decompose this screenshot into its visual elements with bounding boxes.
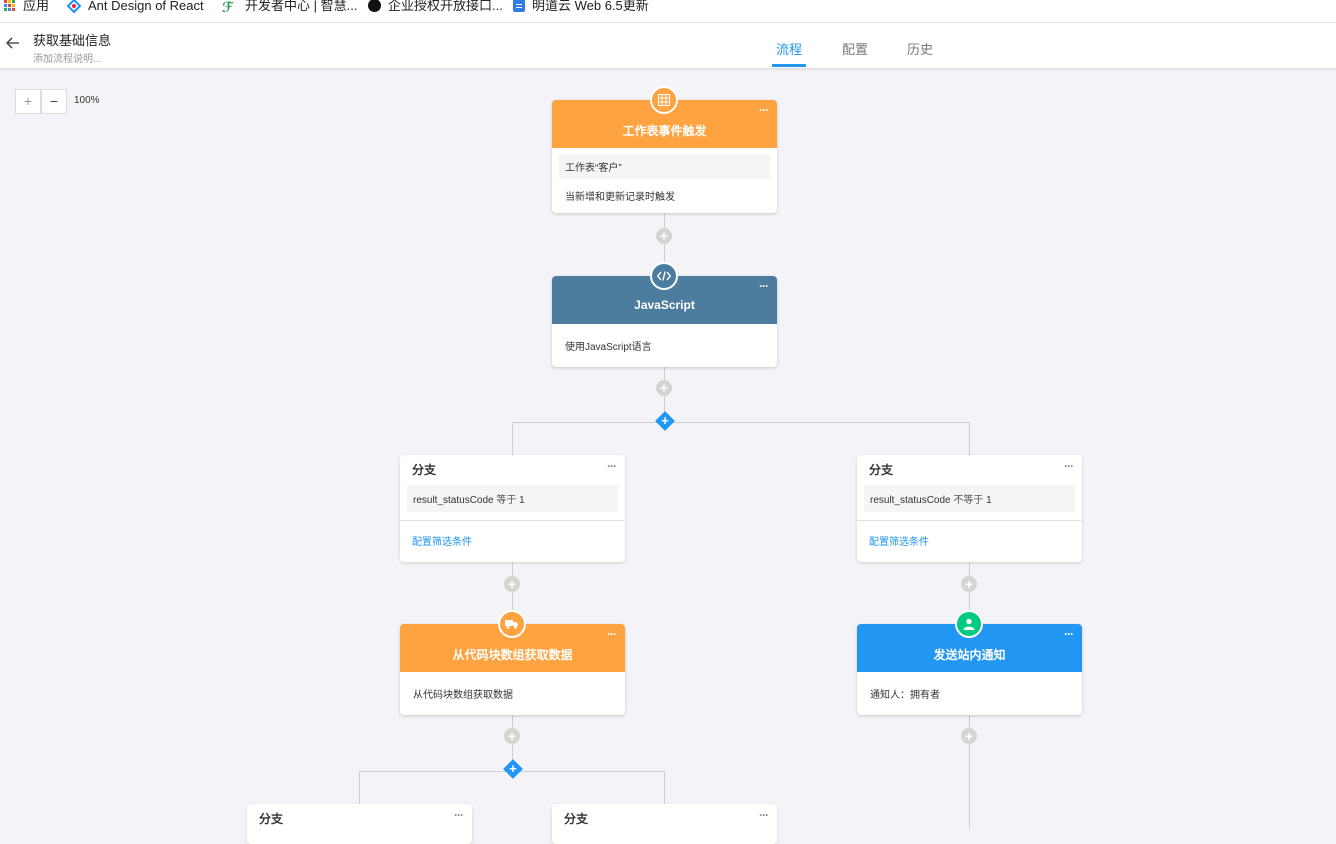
connector-line	[512, 560, 513, 624]
add-node-button[interactable]: +	[504, 576, 520, 592]
node-description: 使用JavaScript语言	[565, 342, 652, 353]
divider	[400, 520, 625, 521]
person-icon	[955, 610, 983, 638]
connector-line	[359, 771, 360, 804]
document-icon	[513, 0, 525, 13]
node-description: 从代码块数组获取数据	[413, 690, 513, 701]
bookmark-ant-design[interactable]: Ant Design of React	[67, 0, 204, 15]
more-options-icon[interactable]: ···	[759, 808, 769, 822]
branch-condition: result_statusCode 不等于 1	[864, 485, 1075, 512]
bookmark-label: 明道云 Web 6.5更新	[532, 0, 649, 13]
condition-operator: 等于	[496, 495, 517, 506]
workflow-header: 获取基础信息 添加流程说明... 流程 配置 历史	[0, 23, 1336, 68]
table-icon	[650, 86, 678, 114]
branch-title: 分支	[412, 463, 437, 477]
bookmark-open-api[interactable]: 企业授权开放接口...	[368, 0, 503, 15]
node-header: ··· 工作表事件触发	[552, 86, 777, 148]
tab-history[interactable]: 历史	[907, 42, 934, 57]
zoom-out-button[interactable]: −	[41, 89, 67, 114]
connector-line	[664, 212, 665, 276]
branch-condition: result_statusCode 等于 1	[407, 485, 618, 512]
more-options-icon[interactable]: ···	[759, 103, 769, 117]
connector-line	[512, 422, 513, 455]
add-node-button[interactable]: +	[656, 228, 672, 244]
branch-title: 分支	[564, 812, 589, 826]
add-node-button[interactable]: +	[961, 728, 977, 744]
bookmark-label: 开发者中心 | 智慧...	[245, 0, 358, 13]
ant-design-logo-icon	[67, 0, 81, 13]
add-node-button[interactable]: +	[504, 728, 520, 744]
connector-line	[512, 422, 970, 423]
workflow-description[interactable]: 添加流程说明...	[33, 54, 102, 65]
more-options-icon[interactable]: ···	[607, 459, 617, 473]
get-array-data-node[interactable]: ··· 从代码块数组获取数据 从代码块数组获取数据	[400, 610, 625, 715]
branch-title: 分支	[259, 812, 284, 826]
open-api-logo-icon	[368, 0, 381, 13]
truck-icon	[498, 610, 526, 638]
more-options-icon[interactable]: ···	[1064, 627, 1074, 641]
more-options-icon[interactable]: ···	[1064, 459, 1074, 473]
node-title: 发送站内通知	[933, 648, 1006, 662]
add-branch-button[interactable]: +	[503, 759, 523, 779]
tab-flow[interactable]: 流程	[776, 42, 803, 57]
node-title: JavaScript	[634, 298, 695, 312]
node-condition: 当新增和更新记录时触发	[565, 192, 675, 203]
plus-icon: +	[509, 761, 517, 776]
add-node-button[interactable]: +	[656, 380, 672, 396]
node-title: 工作表事件触发	[622, 124, 707, 138]
node-header: ··· 从代码块数组获取数据	[400, 610, 625, 672]
bookmarks-bar: 应用 Ant Design of React ℱ 开发者中心 | 智慧... 企业…	[0, 0, 1336, 23]
bookmark-label: Ant Design of React	[88, 0, 204, 13]
condition-field: result_statusCode	[413, 495, 494, 506]
condition-value: 1	[986, 495, 992, 506]
send-notification-node[interactable]: ··· 发送站内通知 通知人：拥有者	[857, 610, 1082, 715]
bookmark-label: 企业授权开放接口...	[388, 0, 503, 13]
configure-filter-link[interactable]: 配置筛选条件	[412, 537, 472, 548]
active-tab-indicator	[772, 64, 806, 67]
plus-icon: +	[661, 413, 669, 428]
configure-filter-link[interactable]: 配置筛选条件	[869, 537, 929, 548]
branch-card-sub-left[interactable]: 分支 ···	[247, 804, 472, 844]
tab-config[interactable]: 配置	[842, 42, 869, 57]
bookmark-mingdao[interactable]: 明道云 Web 6.5更新	[513, 0, 649, 15]
branch-card-sub-right[interactable]: 分支 ···	[552, 804, 777, 844]
bookmark-dev-center[interactable]: ℱ 开发者中心 | 智慧...	[222, 0, 357, 15]
apps-grid-icon	[4, 0, 16, 12]
node-worksheet: 工作表“客户”	[559, 154, 770, 179]
condition-field: result_statusCode	[870, 495, 951, 506]
divider	[857, 520, 1082, 521]
dev-center-logo-icon: ℱ	[222, 0, 234, 15]
branch-title: 分支	[869, 463, 894, 477]
connector-line	[969, 422, 970, 455]
node-header: ··· JavaScript	[552, 262, 777, 324]
condition-operator: 不等于	[953, 495, 984, 506]
bookmark-apps[interactable]: 应用	[4, 0, 49, 15]
node-recipient: 通知人：拥有者	[870, 690, 940, 701]
zoom-in-button[interactable]: +	[15, 89, 41, 114]
condition-value: 1	[519, 495, 525, 506]
connector-line	[969, 712, 970, 829]
add-branch-button[interactable]: +	[655, 411, 675, 431]
more-options-icon[interactable]: ···	[759, 279, 769, 293]
trigger-node[interactable]: ··· 工作表事件触发 工作表“客户” 当新增和更新记录时触发	[552, 86, 777, 213]
branch-card-left[interactable]: 分支 ··· result_statusCode 等于 1 配置筛选条件	[400, 455, 625, 562]
workflow-title[interactable]: 获取基础信息	[33, 33, 112, 48]
node-header: ··· 发送站内通知	[857, 610, 1082, 672]
node-title: 从代码块数组获取数据	[452, 648, 573, 662]
more-options-icon[interactable]: ···	[454, 808, 464, 822]
connector-line	[664, 771, 665, 804]
back-arrow-icon[interactable]	[5, 36, 22, 52]
zoom-level: 100%	[74, 95, 100, 106]
add-node-button[interactable]: +	[961, 576, 977, 592]
more-options-icon[interactable]: ···	[607, 627, 617, 641]
bookmark-label: 应用	[23, 0, 50, 13]
connector-line	[969, 560, 970, 624]
javascript-node[interactable]: ··· JavaScript 使用JavaScript语言	[552, 262, 777, 367]
branch-card-right[interactable]: 分支 ··· result_statusCode 不等于 1 配置筛选条件	[857, 455, 1082, 562]
code-icon	[650, 262, 678, 290]
